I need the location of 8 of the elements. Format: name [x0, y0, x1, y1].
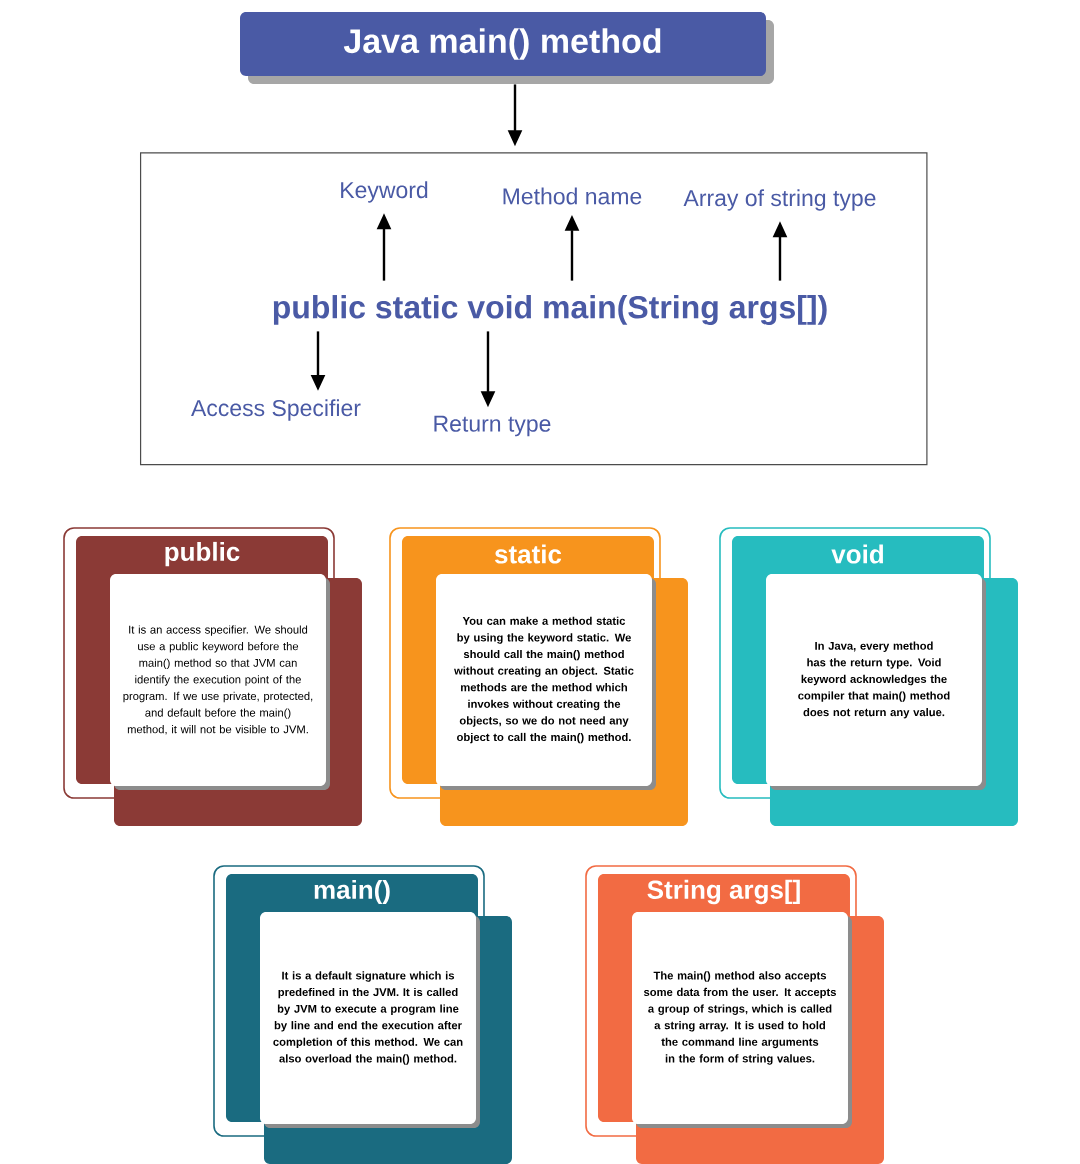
method-signature: public static void main(String args[]) [273, 295, 827, 325]
title-banner: Java main() method [240, 12, 774, 84]
outline-box [140, 152, 928, 466]
annotation-label: Access Specifier [191, 399, 361, 421]
annotation-label: Method name [503, 187, 642, 205]
annotation-label: Keyword [341, 181, 428, 203]
annotation-label: Array of string type [683, 189, 876, 211]
annotation-label: Return type [434, 415, 551, 437]
